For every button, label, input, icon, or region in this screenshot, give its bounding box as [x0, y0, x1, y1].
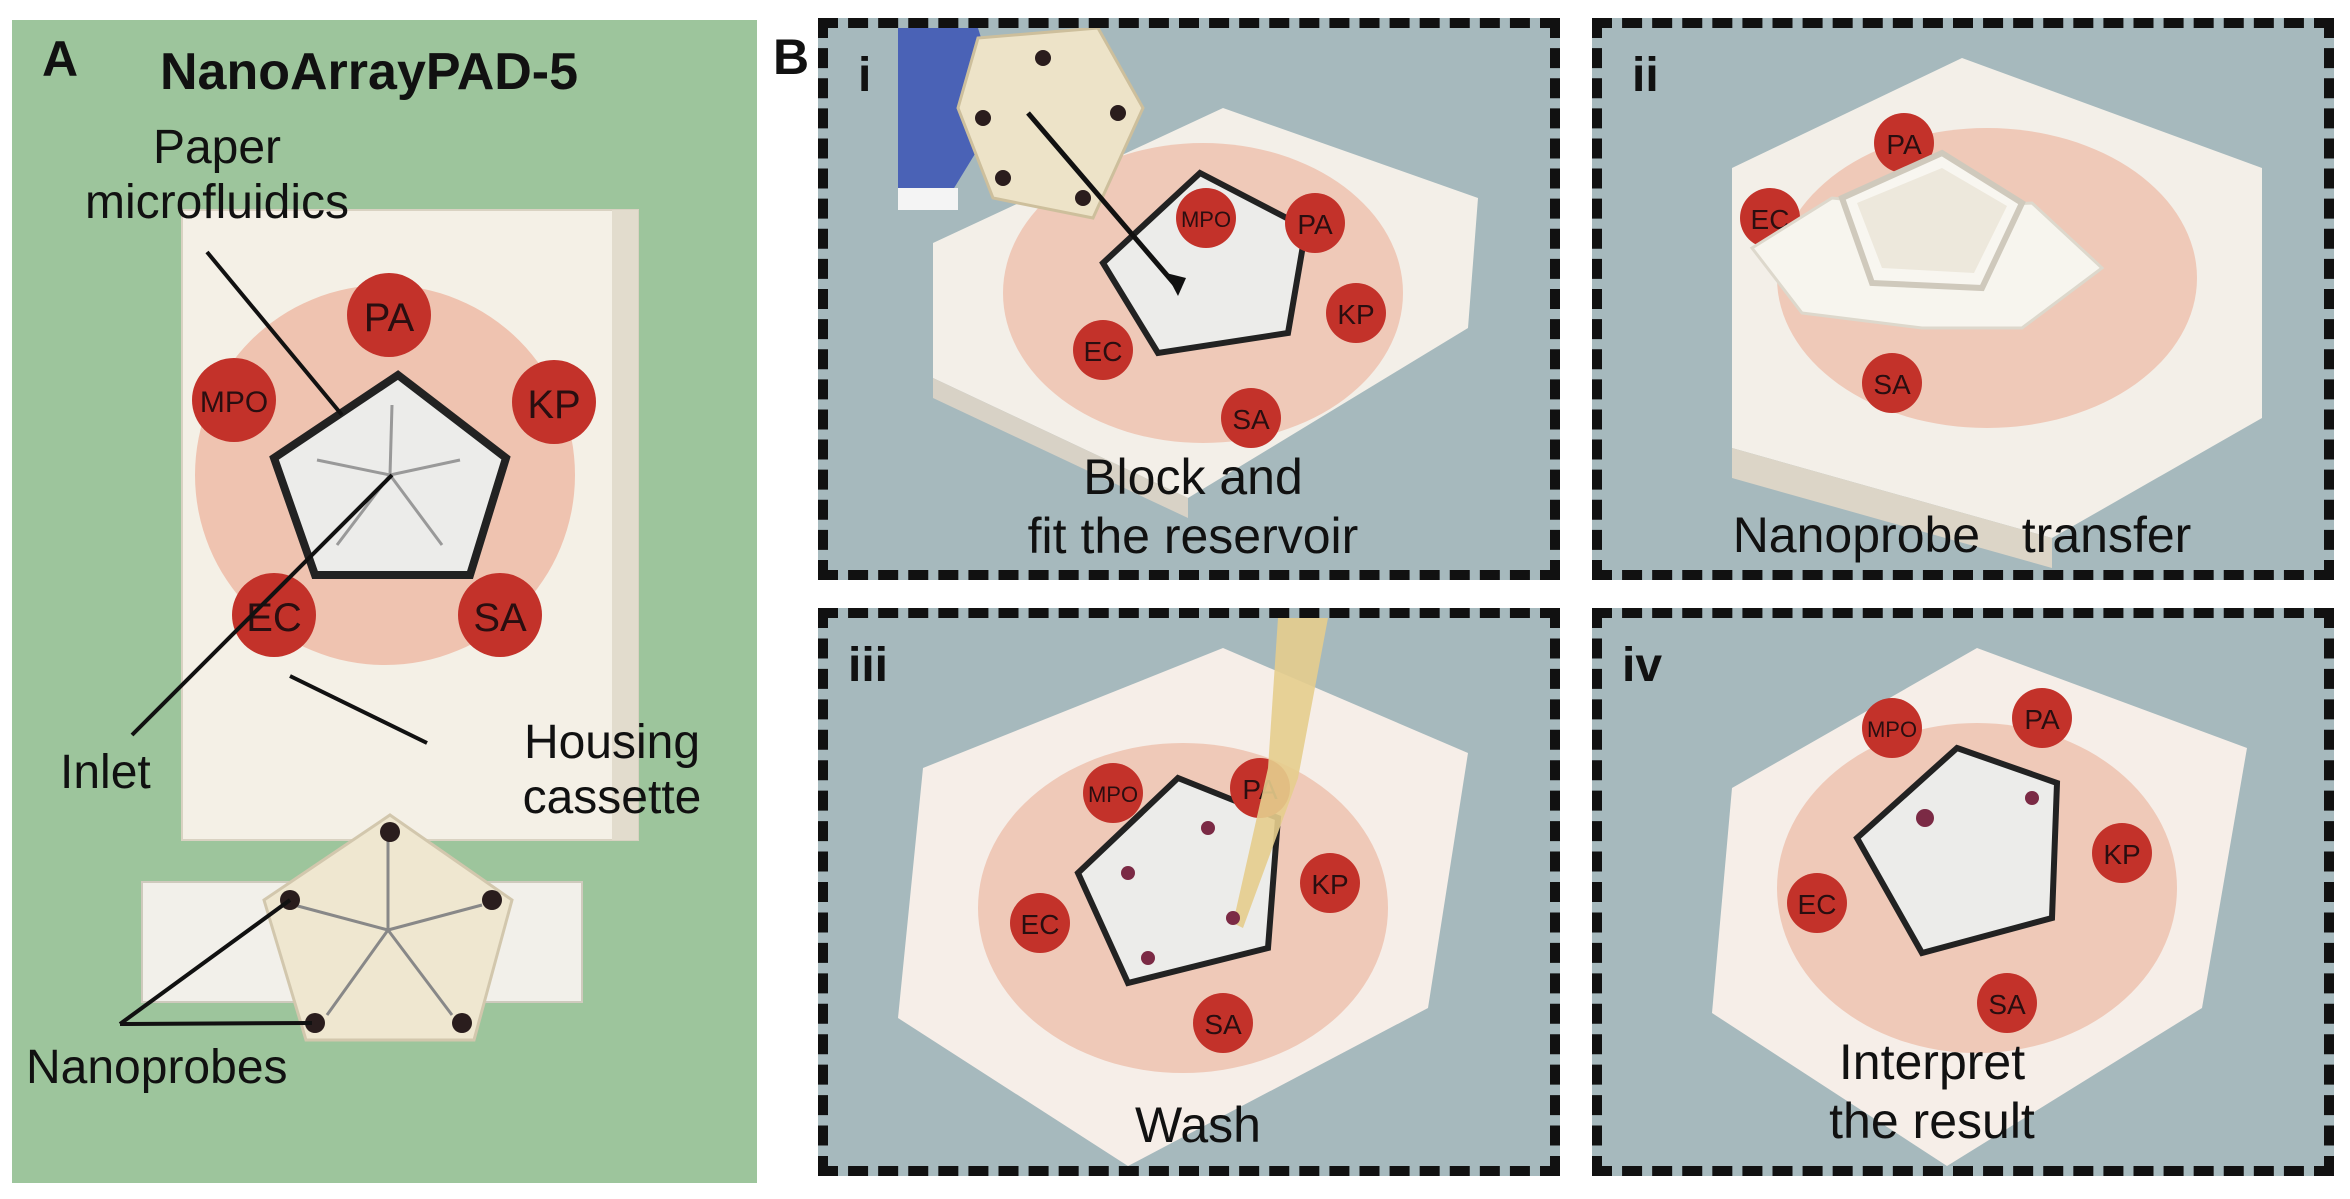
label-nanoprobes: Nanoprobes: [26, 1041, 288, 1094]
badge-sa: SA: [1873, 369, 1911, 400]
label-paper-microfluidics: Paper microfluidics: [67, 120, 367, 230]
step-i-caption: Block and fit the reservoir: [948, 448, 1438, 566]
step-i-numeral: i: [858, 49, 872, 102]
label-housing-line1: Housing: [523, 716, 701, 769]
badge-group: PA KP SA EC MPO: [192, 273, 596, 657]
step-iv-caption-line2: the result: [1829, 1093, 2035, 1149]
step-ii-panel: PA EC SA ii Nanoprobe transfer: [1592, 18, 2334, 580]
leader-lines: [118, 250, 428, 1026]
step-iv-panel: MPO PA KP SA EC iv Interpret the result: [1592, 608, 2334, 1176]
panel-a-letter: A: [42, 31, 79, 87]
badge-sa: SA: [473, 596, 527, 640]
badge-kp: KP: [2103, 839, 2140, 870]
badge-kp: KP: [1311, 869, 1348, 900]
badge-sa: SA: [1232, 404, 1270, 435]
step-iv-caption: Interpret the result: [1732, 1033, 2132, 1151]
badge-pa: PA: [364, 296, 415, 340]
badge-kp: KP: [527, 383, 580, 427]
badge-mpo: MPO: [1181, 207, 1231, 232]
label-paper-line1: Paper: [152, 121, 282, 174]
label-housing-cassette: Housing cassette: [487, 715, 737, 825]
badge-pa: PA: [2024, 704, 2060, 735]
label-inlet: Inlet: [60, 746, 151, 799]
step-i-caption-line1: Block and: [1083, 449, 1303, 505]
badge-mpo: MPO: [1088, 782, 1138, 807]
badge-ec: EC: [1798, 889, 1837, 920]
step-iii-caption: Wash: [1135, 1097, 1261, 1153]
step-i-panel: PA KP SA EC MPO i Block and fit the rese…: [818, 18, 1560, 580]
label-paper-line2: microfluidics: [84, 176, 350, 230]
step-iv-photo: MPO PA KP SA EC: [1712, 648, 2247, 1166]
badge-ec: EC: [1084, 336, 1123, 367]
step-iii-numeral: iii: [848, 639, 889, 692]
step-iii-panel: MPO PA KP SA EC iii Wash: [818, 608, 1560, 1176]
badge-pa: PA: [1886, 129, 1922, 160]
step-iv-caption-line1: Interpret: [1838, 1034, 2026, 1090]
badge-ec: EC: [246, 596, 302, 640]
badge-ec: EC: [1021, 909, 1060, 940]
step-ii-photo: PA EC SA: [1732, 58, 2262, 568]
badge-pa: PA: [1297, 209, 1333, 240]
badge-sa: SA: [1988, 989, 2026, 1020]
panel-a-title: NanoArrayPAD-5: [160, 43, 579, 101]
step-ii-numeral: ii: [1632, 49, 1659, 102]
badge-mpo: MPO: [1867, 717, 1917, 742]
panel-b-letter: B: [773, 29, 810, 85]
step-ii-caption: Nanoprobe transfer: [1732, 507, 2192, 563]
pipette: [1233, 618, 1328, 928]
step-iv-numeral: iv: [1622, 639, 1663, 692]
panel-a-photo: PA KP SA EC MPO: [118, 209, 639, 1042]
step-i-caption-line2: fit the reservoir: [1027, 508, 1359, 564]
label-housing-line2: cassette: [522, 771, 702, 825]
badge-kp: KP: [1337, 299, 1374, 330]
step-iii-photo: MPO PA KP SA EC: [898, 618, 1468, 1166]
step-i-photo: PA KP SA EC MPO: [898, 28, 1478, 518]
step-i-arrow: [1026, 111, 1180, 290]
panel-a: PA KP SA EC MPO: [12, 20, 757, 1183]
badge-mpo: MPO: [200, 386, 268, 419]
badge-sa: SA: [1204, 1009, 1242, 1040]
